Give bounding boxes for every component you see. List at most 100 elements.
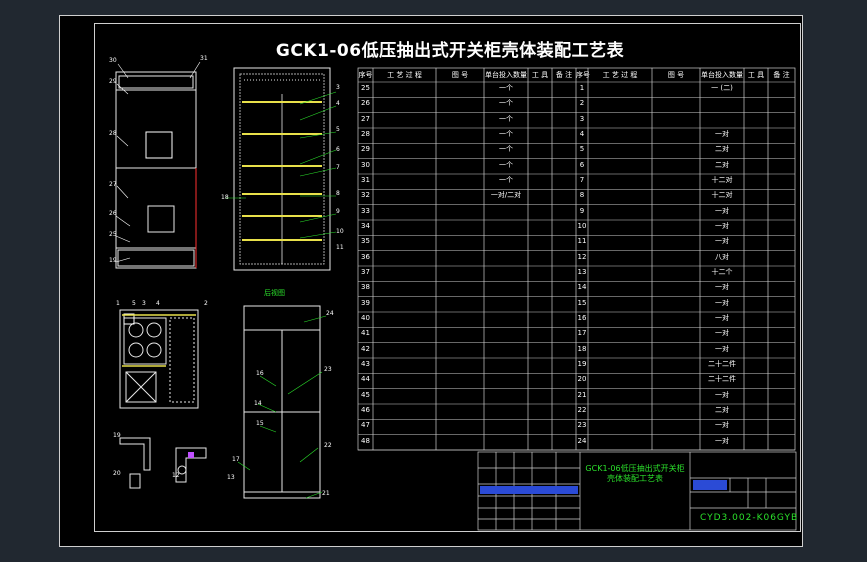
front-callout-leaders [115,61,201,263]
left-row-seq: 47 [361,421,370,430]
right-header-qty: 单台投入数量 [701,71,743,79]
side-callout-leaders [226,91,337,239]
left-header-remark: 备 注 [555,71,573,79]
drawing-title: GCK1-06低压抽出式开关柜壳体装配工艺表 [275,41,625,61]
callout-number: 19 [109,257,117,264]
left-row-seq: 46 [361,406,370,414]
callout-number: 26 [109,210,117,217]
right-row-qty: 一对 [715,314,729,322]
left-row-seq: 30 [361,160,370,169]
right-row-qty: 一对 [715,283,729,292]
title-block-name-line2: 壳体装配工艺表 [607,474,663,483]
left-row-seq: 39 [361,298,370,307]
right-row-seq: 18 [577,344,587,353]
title-block-name-line1: GCK1-06低压抽出式开关柜 [585,464,685,473]
left-row-seq: 37 [361,268,370,276]
right-row-seq: 2 [579,99,585,108]
left-row-seq: 42 [361,344,370,353]
back-callout-leaders [237,315,327,499]
callout-number: 2 [204,300,208,307]
left-header-process: 工 艺 过 程 [387,71,422,79]
right-row-seq: 24 [577,436,587,445]
right-row-qty: 一对 [715,329,729,338]
callout-number: 23 [324,366,332,373]
callout-number: 13 [227,474,235,481]
callout-number: 17 [232,456,240,463]
right-row-seq: 15 [577,298,587,307]
callout-number: 5 [336,126,340,133]
plan-yellow-rails [122,314,196,367]
callout-number: 8 [336,190,340,197]
right-row-seq: 10 [577,222,587,230]
right-row-seq: 23 [577,421,587,430]
callout-number: 3 [142,300,146,307]
right-row-qty: 一对 [715,421,729,430]
right-row-seq: 16 [577,314,587,322]
right-row-seq: 21 [577,390,587,399]
callout-number: 22 [324,442,332,449]
front-view [115,71,197,269]
right-row-qty: 二对 [715,406,729,414]
drawing-sheet [59,15,803,547]
plan-view [119,309,199,409]
callout-number: 30 [109,57,117,64]
right-row-qty: 一对 [715,222,729,230]
right-row-seq: 7 [579,176,585,184]
left-row-seq: 32 [361,191,370,200]
right-row-qty: 二十二件 [708,360,736,368]
right-row-seq: 4 [579,130,585,138]
right-row-seq: 5 [579,145,585,154]
title-block-blue-bar [480,486,578,494]
left-row-qty: 一个 [499,84,513,92]
callout-number: 25 [109,231,117,238]
left-row-seq: 27 [361,114,370,123]
back-view [243,305,321,499]
callout-number: 29 [109,78,117,85]
left-row-seq: 29 [361,145,370,154]
right-header-tool: 工 具 [747,71,765,79]
left-header-drawing-no: 图 号 [451,71,469,79]
left-row-qty: 一个 [499,99,513,108]
right-row-qty: 一对 [715,436,729,445]
right-row-seq: 1 [579,84,585,92]
right-row-seq: 20 [577,375,587,384]
left-header-qty: 单台投入数量 [485,71,527,79]
right-header-drawing-no: 图 号 [667,71,685,79]
left-row-seq: 34 [361,222,370,230]
callout-number: 19 [113,432,121,439]
right-row-qty: 二对 [715,145,729,154]
right-row-seq: 17 [577,329,587,338]
drawing-code: CYD3.002-K06GYB [700,513,799,523]
callout-number: 28 [109,130,117,137]
right-row-qty: 一对 [715,206,729,215]
right-row-qty: 一对 [715,237,729,246]
callout-number: 1 [116,300,120,307]
right-header-remark: 备 注 [773,71,790,79]
right-row-seq: 14 [577,283,587,292]
right-row-qty: 八对 [715,252,729,261]
right-row-qty: 十二对 [711,176,733,184]
right-row-qty: 十二个 [711,268,733,276]
callout-number: 12 [172,472,180,479]
callout-number: 16 [256,370,264,377]
side-view [233,67,331,271]
left-row-qty: 一个 [499,130,513,138]
left-row-seq: 36 [361,252,370,261]
left-row-seq: 44 [361,375,370,384]
right-row-seq: 22 [577,406,587,414]
callout-number: 24 [326,310,334,317]
right-row-qty: 一对 [715,344,729,353]
right-row-seq: 9 [579,206,585,215]
right-row-qty: 一对 [715,130,729,138]
right-row-qty: 十二对 [711,191,733,200]
callout-number: 6 [336,146,340,153]
table-row-lines [358,81,795,451]
callout-number: 20 [113,470,121,477]
left-header-seq: 序号 [358,71,373,79]
left-row-seq: 31 [361,176,370,184]
left-row-seq: 25 [361,84,370,92]
callout-number: 21 [322,490,330,497]
callout-number: 14 [254,400,262,407]
left-row-qty: 一个 [499,145,513,154]
